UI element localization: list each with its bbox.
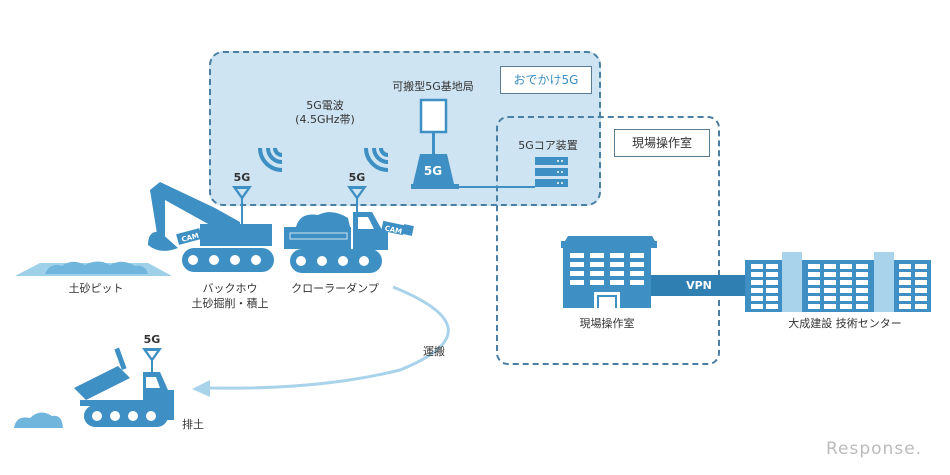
server-rack-icon xyxy=(535,157,568,187)
window xyxy=(766,264,778,269)
unload-label: 排土 xyxy=(182,418,204,431)
window xyxy=(766,280,778,285)
unload-dump-icon xyxy=(74,347,174,427)
window xyxy=(915,296,927,301)
window xyxy=(808,296,820,301)
window xyxy=(766,272,778,277)
building-icon-tech-center xyxy=(745,252,931,312)
transport-arrow xyxy=(209,285,450,390)
portable-base-station-label: 可搬型5G基地局 xyxy=(392,80,474,93)
backhoe-label: バックホウ xyxy=(202,282,258,295)
building-icon-site-room xyxy=(561,236,657,308)
window xyxy=(824,288,836,293)
window xyxy=(824,264,836,269)
crawler-dump-label: クローラーダンプ xyxy=(291,282,379,295)
cam-label-dump: CAM xyxy=(384,224,403,235)
core-equipment-label: 5Gコア装置 xyxy=(518,139,578,152)
window xyxy=(856,296,868,301)
window xyxy=(751,280,763,285)
antenna-5g-label-backhoe: 5G xyxy=(233,171,251,184)
window xyxy=(751,264,763,269)
window xyxy=(915,280,927,285)
window xyxy=(840,264,852,269)
window xyxy=(808,272,820,277)
window xyxy=(899,264,911,269)
site-room-zone xyxy=(496,116,720,365)
site-room-building-label: 現場操作室 xyxy=(579,317,635,330)
vpn-band xyxy=(651,275,747,296)
crawler-dump-icon xyxy=(284,186,414,273)
tech-center-label: 大成建設 技術センター xyxy=(788,317,902,330)
window xyxy=(915,272,927,277)
response-watermark: Response. xyxy=(826,439,923,459)
window xyxy=(899,288,911,293)
window xyxy=(856,264,868,269)
window xyxy=(899,280,911,285)
transport-label: 運搬 xyxy=(423,345,445,358)
soil-pit-label: 土砂ピット xyxy=(68,282,124,295)
vpn-label: VPN xyxy=(686,279,712,292)
backhoe-task-label: 土砂掘削・積上 xyxy=(191,297,269,310)
window xyxy=(840,280,852,285)
window xyxy=(899,272,911,277)
radio-wave-band-label: (4.5GHz帯) xyxy=(295,113,355,126)
window xyxy=(751,296,763,301)
window xyxy=(915,264,927,269)
base-station-5g-badge: 5G xyxy=(423,164,443,178)
window xyxy=(856,272,868,277)
window xyxy=(856,288,868,293)
window xyxy=(824,304,836,309)
site-room-tag: 現場操作室 xyxy=(614,129,710,157)
portable-base-station-icon xyxy=(411,98,459,189)
window xyxy=(808,288,820,293)
window xyxy=(751,304,763,309)
window xyxy=(915,288,927,293)
window xyxy=(840,296,852,301)
window xyxy=(899,304,911,309)
antenna-5g-label-unload: 5G xyxy=(143,333,161,346)
soil-pile-icon xyxy=(14,412,63,428)
window xyxy=(766,288,778,293)
window xyxy=(840,288,852,293)
soil-pit-icon xyxy=(15,261,172,276)
window xyxy=(899,296,911,301)
window xyxy=(808,280,820,285)
window xyxy=(840,272,852,277)
backhoe-icon xyxy=(148,182,274,272)
window xyxy=(824,296,836,301)
radio-wave-label: 5G電波 xyxy=(306,99,344,112)
radio-wave-icon-left xyxy=(258,147,283,172)
window xyxy=(751,288,763,293)
antenna-5g-label-dump: 5G xyxy=(348,171,366,184)
odekake-5g-tag: おでかけ5G xyxy=(500,66,592,94)
window xyxy=(766,304,778,309)
window xyxy=(856,280,868,285)
window xyxy=(766,296,778,301)
window xyxy=(915,304,927,309)
window xyxy=(856,304,868,309)
transport-arrowhead xyxy=(192,380,210,397)
window xyxy=(751,272,763,277)
window xyxy=(808,264,820,269)
window xyxy=(824,272,836,277)
window xyxy=(808,304,820,309)
radio-wave-icon-right xyxy=(364,147,389,172)
window xyxy=(840,304,852,309)
window xyxy=(824,280,836,285)
